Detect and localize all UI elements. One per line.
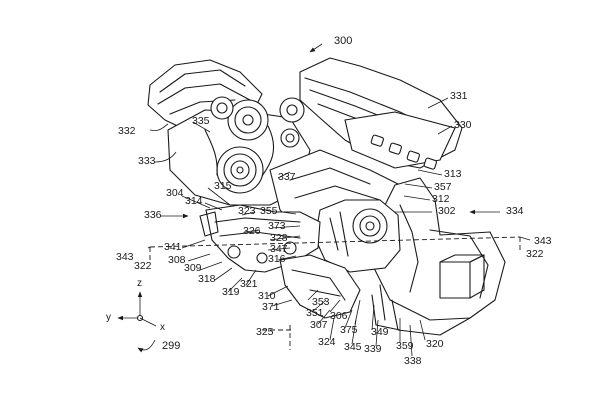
ref-label-323: 323 (238, 205, 256, 217)
reference-lines (149, 236, 521, 350)
ref-label-335: 335 (192, 115, 210, 127)
ref-label-313: 313 (444, 168, 462, 180)
ref-label-341: 341 (164, 241, 182, 253)
transmission-housing (369, 177, 506, 336)
ref-label-310: 310 (258, 290, 276, 302)
ref-label-345: 345 (344, 341, 362, 353)
ref-label-330: 330 (454, 119, 472, 131)
ref-label-349: 349 (371, 326, 389, 338)
ref-label-334: 334 (506, 205, 524, 217)
axis-label-z: z (137, 278, 142, 289)
ref-label-306: 306 (330, 310, 348, 322)
ref-label-320: 320 (426, 338, 444, 350)
ref-label-299: 299 (162, 340, 181, 352)
ref-label-322-left: 322 (134, 260, 152, 272)
electric-machine (314, 199, 401, 273)
mount-bracket (199, 204, 321, 273)
ref-label-359: 359 (396, 340, 414, 352)
ref-label-302: 302 (438, 205, 456, 217)
ref-label-339: 339 (364, 343, 382, 355)
ref-label-325: 325 (256, 326, 274, 338)
ref-label-324: 324 (318, 336, 336, 348)
axis-label-x: x (160, 322, 165, 333)
ref-label-321: 321 (240, 278, 258, 290)
ref-label-336: 336 (144, 209, 162, 221)
ref-label-304: 304 (166, 187, 184, 199)
ref-label-353: 353 (312, 296, 330, 308)
ref-label-375: 375 (340, 324, 358, 336)
ref-label-326: 326 (243, 225, 261, 237)
ref-label-318: 318 (198, 273, 216, 285)
ref-label-355: 355 (260, 205, 278, 217)
lower-cradle (279, 254, 361, 319)
ref-label-357: 357 (434, 181, 452, 193)
ref-label-312: 312 (432, 193, 450, 205)
ref-label-322-right: 322 (526, 248, 544, 260)
ref-label-314: 314 (185, 195, 203, 207)
ref-label-347: 347 (270, 243, 288, 255)
ref-label-332: 332 (118, 125, 136, 137)
ref-label-373: 373 (268, 220, 286, 232)
ref-label-307: 307 (310, 319, 328, 331)
ref-label-343-right: 343 (534, 235, 552, 247)
ref-label-338: 338 (404, 355, 422, 367)
ref-label-371: 371 (262, 301, 280, 313)
ref-label-337: 337 (278, 171, 296, 183)
ref-label-315: 315 (214, 180, 232, 192)
ref-label-300: 300 (334, 35, 353, 47)
ref-label-316: 316 (268, 253, 286, 265)
ref-label-309: 309 (184, 262, 202, 274)
ref-label-343-left: 343 (116, 251, 134, 263)
leader-lines (147, 97, 531, 357)
ref-label-351: 351 (306, 307, 324, 319)
ref-label-319: 319 (222, 286, 240, 298)
ref-label-308: 308 (168, 254, 186, 266)
cylinder-head-right (299, 57, 463, 170)
ref-label-331: 331 (450, 90, 468, 102)
coord-arrow-299 (137, 339, 156, 353)
figure-arrow-300 (309, 43, 323, 53)
coordinate-axes (117, 291, 157, 327)
ref-label-328: 328 (270, 232, 288, 244)
axis-label-y: y (106, 312, 111, 323)
ref-label-333: 333 (138, 155, 156, 167)
